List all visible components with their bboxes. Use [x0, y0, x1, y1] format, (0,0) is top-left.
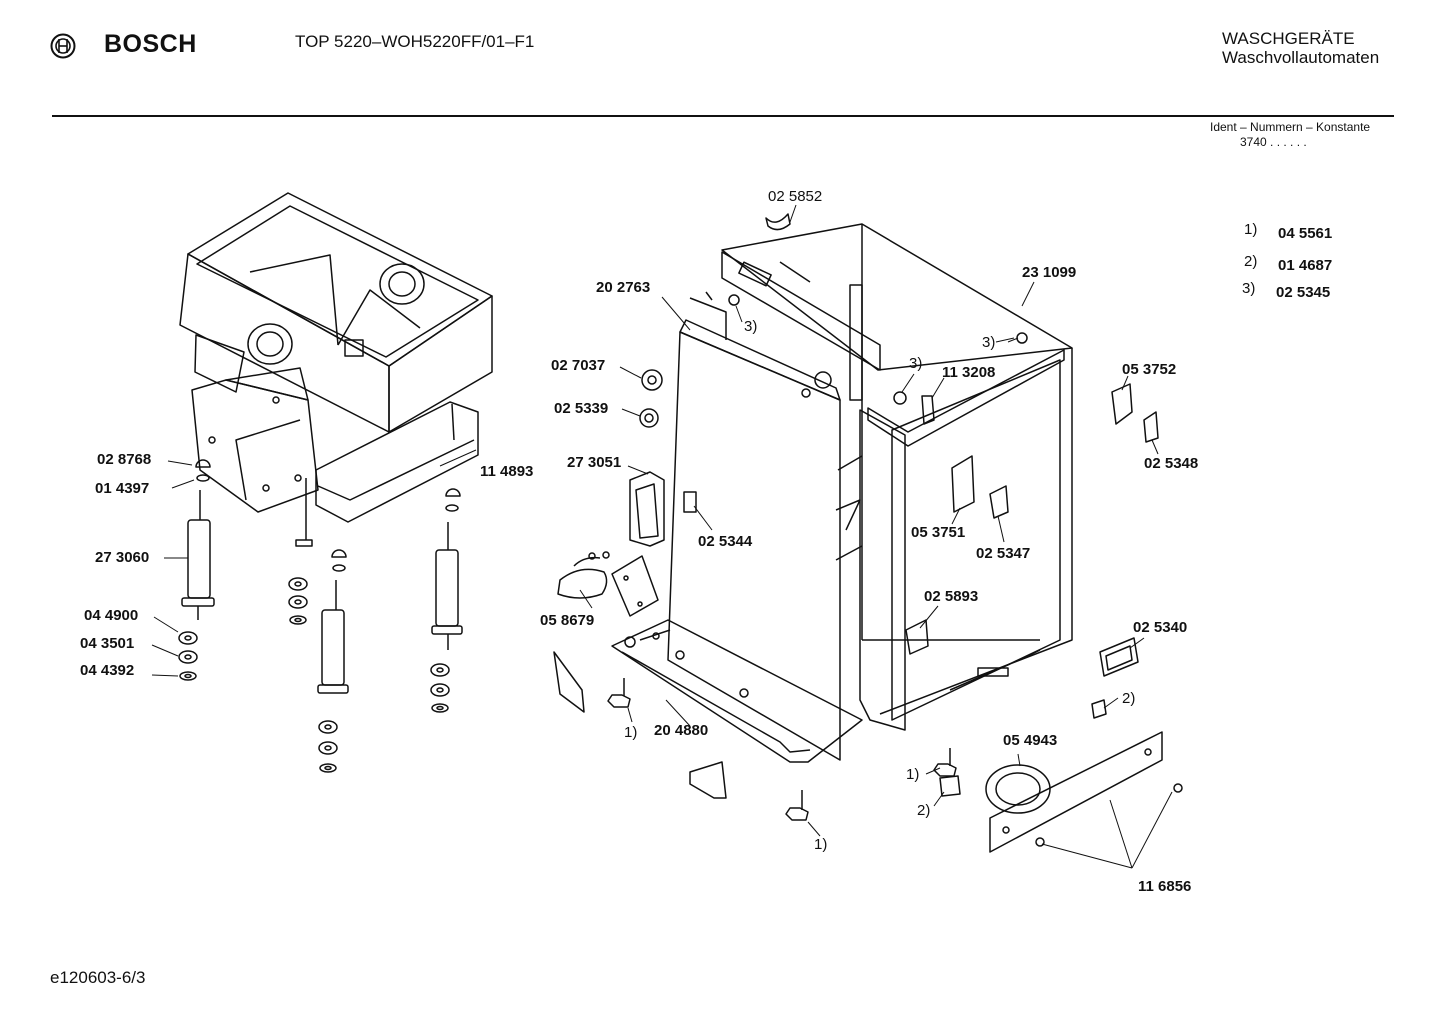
label-025852: 02 5852 — [768, 188, 822, 205]
legend-key-1: 1) — [1244, 221, 1257, 238]
label-025348: 02 5348 — [1144, 455, 1198, 472]
ref-1: 1) — [906, 766, 919, 783]
ref-3: 3) — [909, 355, 922, 372]
label-044900: 04 4900 — [84, 607, 138, 624]
label-014397: 01 4397 — [95, 480, 149, 497]
label-054943: 05 4943 — [1003, 732, 1057, 749]
legend-part-3: 02 5345 — [1276, 284, 1330, 301]
ref-2: 2) — [1122, 690, 1135, 707]
label-025339: 02 5339 — [554, 400, 608, 417]
ref-2: 2) — [917, 802, 930, 819]
tub-drawing — [179, 192, 493, 523]
label-273051: 27 3051 — [567, 454, 621, 471]
leader-lines — [151, 204, 1173, 869]
label-025344: 02 5344 — [698, 533, 753, 550]
label-025347: 02 5347 — [976, 545, 1030, 562]
ref-1: 1) — [624, 724, 637, 741]
label-114893: 11 4893 — [480, 463, 533, 480]
shock-absorbers-drawing — [181, 478, 463, 694]
ref-3: 3) — [744, 318, 757, 335]
category-title: WASCHGERÄTE — [1222, 29, 1355, 48]
ident-label: Ident – Nummern – Konstante — [1210, 120, 1371, 134]
model-number: TOP 5220–WOH5220FF/01–F1 — [295, 32, 535, 51]
label-053752: 05 3752 — [1122, 361, 1176, 378]
drawing-code: e120603-6/3 — [50, 968, 146, 987]
header-divider — [52, 115, 1394, 117]
ident-value: 3740 . . . . . . — [1240, 135, 1307, 149]
ref-1: 1) — [814, 836, 827, 853]
label-116856: 11 6856 — [1138, 878, 1191, 895]
label-025893: 02 5893 — [924, 588, 978, 605]
label-273060: 27 3060 — [95, 549, 149, 566]
label-025340: 02 5340 — [1133, 619, 1187, 636]
label-053751: 05 3751 — [911, 524, 965, 541]
brand-name: BOSCH — [104, 30, 197, 58]
label-113208: 11 3208 — [942, 364, 995, 381]
label-044392: 04 4392 — [80, 662, 134, 679]
label-028768: 02 8768 — [97, 451, 151, 468]
buffers-washers-drawing — [178, 459, 461, 773]
label-202763: 20 2763 — [596, 279, 650, 296]
legend-part-1: 04 5561 — [1278, 225, 1332, 242]
label-231099: 23 1099 — [1022, 264, 1076, 281]
part-labels: 02 5852 20 2763 23 1099 02 7037 02 5339 … — [80, 188, 1332, 895]
label-027037: 02 7037 — [551, 357, 605, 374]
legend-key-3: 3) — [1242, 280, 1255, 297]
legend-key-2: 2) — [1244, 253, 1257, 270]
label-204880: 20 4880 — [654, 722, 708, 739]
cabinet-drawing — [553, 213, 1183, 853]
ref-3: 3) — [982, 334, 995, 351]
legend-part-2: 01 4687 — [1278, 257, 1332, 274]
bosch-logo-icon — [50, 33, 76, 64]
label-058679: 05 8679 — [540, 612, 594, 629]
category-subtitle: Waschvollautomaten — [1222, 48, 1380, 67]
label-043501: 04 3501 — [80, 635, 134, 652]
